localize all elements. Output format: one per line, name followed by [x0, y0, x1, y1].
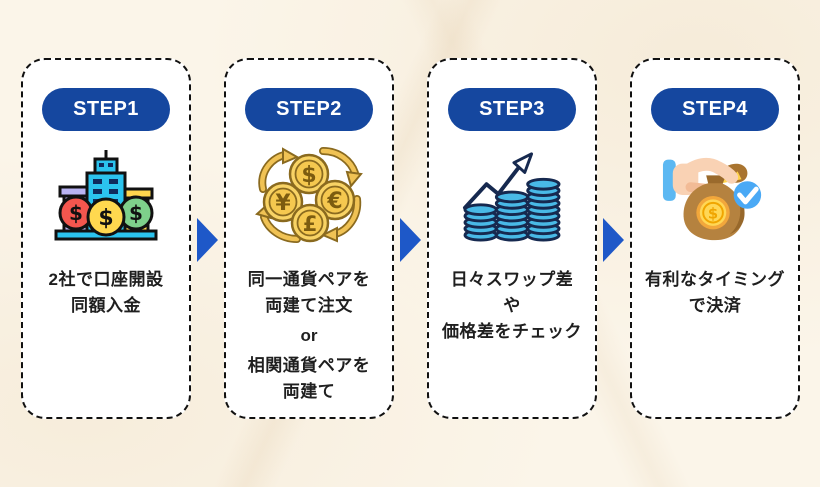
- step3-line1: 日々スワップ差: [450, 270, 574, 289]
- step2-or-line: or: [300, 326, 318, 345]
- step2-line4: 両建て: [282, 382, 336, 401]
- step3-line3: 価格差をチェック: [442, 322, 582, 341]
- svg-text:¥: ¥: [275, 191, 291, 216]
- svg-text:$: $: [98, 206, 113, 231]
- svg-text:$: $: [69, 201, 83, 225]
- step4-badge: STEP4: [651, 88, 779, 131]
- step1-line2: 同額入金: [71, 296, 141, 315]
- steps-row: STEP1: [21, 58, 800, 419]
- step3-text: 日々スワップ差 や 価格差をチェック: [442, 267, 582, 345]
- step4-line2: で決済: [688, 296, 742, 315]
- step-card-4: STEP4 $: [630, 58, 800, 419]
- flow-arrow-icon-3: [603, 218, 624, 262]
- step-card-2: STEP2: [224, 58, 394, 419]
- step2-badge: STEP2: [245, 88, 373, 131]
- company-buildings-coins-icon: $ $ $: [52, 147, 160, 243]
- step2-text: 同一通貨ペアを 両建て注文 or 相関通貨ペアを 両建て: [248, 267, 371, 405]
- step1-badge: STEP1: [42, 88, 170, 131]
- moneybag-checkmark-icon: $: [661, 147, 769, 243]
- svg-text:$: $: [129, 201, 143, 225]
- step4-line1: 有利なタイミング: [645, 270, 785, 289]
- flow-arrow-icon-1: [197, 218, 218, 262]
- step2-line2: 両建て注文: [265, 296, 353, 315]
- step-card-3: STEP3: [427, 58, 597, 419]
- step3-badge: STEP3: [448, 88, 576, 131]
- svg-text:$: $: [708, 206, 718, 223]
- step-card-1: STEP1: [21, 58, 191, 419]
- step2-line1: 同一通貨ペアを: [247, 270, 371, 289]
- step3-line2: や: [503, 296, 521, 315]
- currency-exchange-icon: $ ¥ € £: [255, 147, 363, 243]
- coin-stacks-growth-icon: [458, 147, 566, 243]
- svg-text:£: £: [303, 212, 318, 236]
- step2-line3: 相関通貨ペアを: [247, 356, 371, 375]
- step1-line1: 2社で口座開設: [48, 270, 164, 289]
- svg-text:$: $: [301, 163, 316, 188]
- step4-text: 有利なタイミング で決済: [645, 267, 785, 319]
- svg-text:€: €: [326, 189, 342, 214]
- flow-arrow-icon-2: [400, 218, 421, 262]
- step1-text: 2社で口座開設 同額入金: [49, 267, 164, 319]
